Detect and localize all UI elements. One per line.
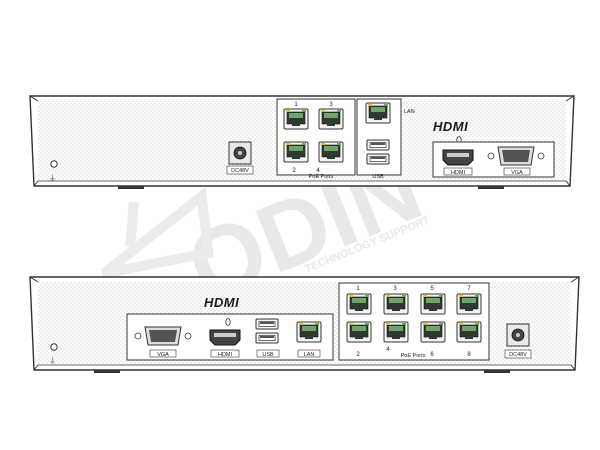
usb-port-1[interactable] <box>366 139 390 151</box>
port-number: 2 <box>356 352 360 358</box>
poe-port-2[interactable] <box>283 141 309 163</box>
vga-label: VGA <box>511 170 523 176</box>
port-number: 4 <box>386 347 390 353</box>
poe-port-5[interactable] <box>420 293 446 315</box>
dc-power-jack[interactable]: DC48V <box>504 323 532 359</box>
hdmi-port[interactable] <box>442 149 474 166</box>
hdmi-label: HDMI <box>451 170 466 176</box>
poe-port-4[interactable] <box>383 321 409 343</box>
poe-port-4[interactable] <box>318 141 344 163</box>
port-number: 5 <box>430 286 434 292</box>
poe-port-block: 1 3 2 4 PoE Ports <box>276 98 356 180</box>
io-block: VGA HDMI USB LAN <box>126 313 334 361</box>
vga-port[interactable] <box>134 326 192 346</box>
hdmi-logo: HDMI <box>433 119 468 134</box>
watermark-ship-icon <box>100 186 214 279</box>
poe-port-8[interactable] <box>456 321 482 343</box>
usb-port-2[interactable] <box>366 153 390 165</box>
poe-port-3[interactable] <box>383 293 409 315</box>
poe-port-1[interactable] <box>283 108 309 130</box>
usb-port-2[interactable] <box>255 332 279 344</box>
port-number: 2 <box>292 168 296 174</box>
usb-label: USB <box>372 174 384 180</box>
poe-port-block: 1 3 5 7 2 4 6 8 PoE Ports <box>338 282 490 361</box>
lan-port[interactable] <box>365 102 391 124</box>
port-number: 1 <box>294 102 298 108</box>
hdmi-logo: HDMI <box>204 295 239 310</box>
rear-panel-bottom: ⏚ HDMI VGA HDMI <box>29 276 580 373</box>
poe-ports-label: PoE Ports <box>309 174 334 180</box>
video-output-block: HDMI VGA <box>432 141 555 178</box>
ground-screw: ⏚ <box>49 343 58 365</box>
vga-label: VGA <box>157 352 169 358</box>
lan-label: LAN <box>304 352 315 358</box>
ground-screw: ⏚ <box>49 160 58 182</box>
dc-label: DC48V <box>509 352 527 358</box>
port-number: 3 <box>329 102 333 108</box>
usb-label: USB <box>262 352 274 358</box>
lan-usb-block: LAN USB <box>356 98 415 180</box>
foot-right <box>484 370 510 373</box>
vga-port[interactable] <box>487 146 545 166</box>
hdmi-port[interactable] <box>209 329 241 346</box>
foot-right <box>478 186 504 189</box>
led-indicator <box>225 318 231 326</box>
dc-label: DC48V <box>231 168 249 174</box>
port-number: 7 <box>467 286 471 292</box>
svg-text:⏚: ⏚ <box>49 174 56 182</box>
port-number: 3 <box>393 286 397 292</box>
svg-text:⏚: ⏚ <box>49 357 56 365</box>
poe-port-7[interactable] <box>456 293 482 315</box>
port-number: 4 <box>316 168 320 174</box>
port-number: 1 <box>356 286 360 292</box>
foot-left <box>94 370 120 373</box>
port-number: 8 <box>467 352 471 358</box>
poe-port-2[interactable] <box>346 321 372 343</box>
port-number: 6 <box>430 352 434 358</box>
poe-port-3[interactable] <box>318 108 344 130</box>
poe-ports-label: PoE Ports <box>401 353 426 359</box>
dc-power-jack[interactable]: DC48V <box>226 141 254 175</box>
lan-label: LAN <box>404 109 415 115</box>
usb-port-1[interactable] <box>255 318 279 330</box>
poe-port-1[interactable] <box>346 293 372 315</box>
lan-port[interactable] <box>296 321 322 343</box>
foot-left <box>118 186 144 189</box>
hdmi-label: HDMI <box>218 352 233 358</box>
poe-port-6[interactable] <box>420 321 446 343</box>
rear-panel-top: ⏚ DC48V 1 3 2 4 PoE Ports LAN <box>29 95 575 189</box>
